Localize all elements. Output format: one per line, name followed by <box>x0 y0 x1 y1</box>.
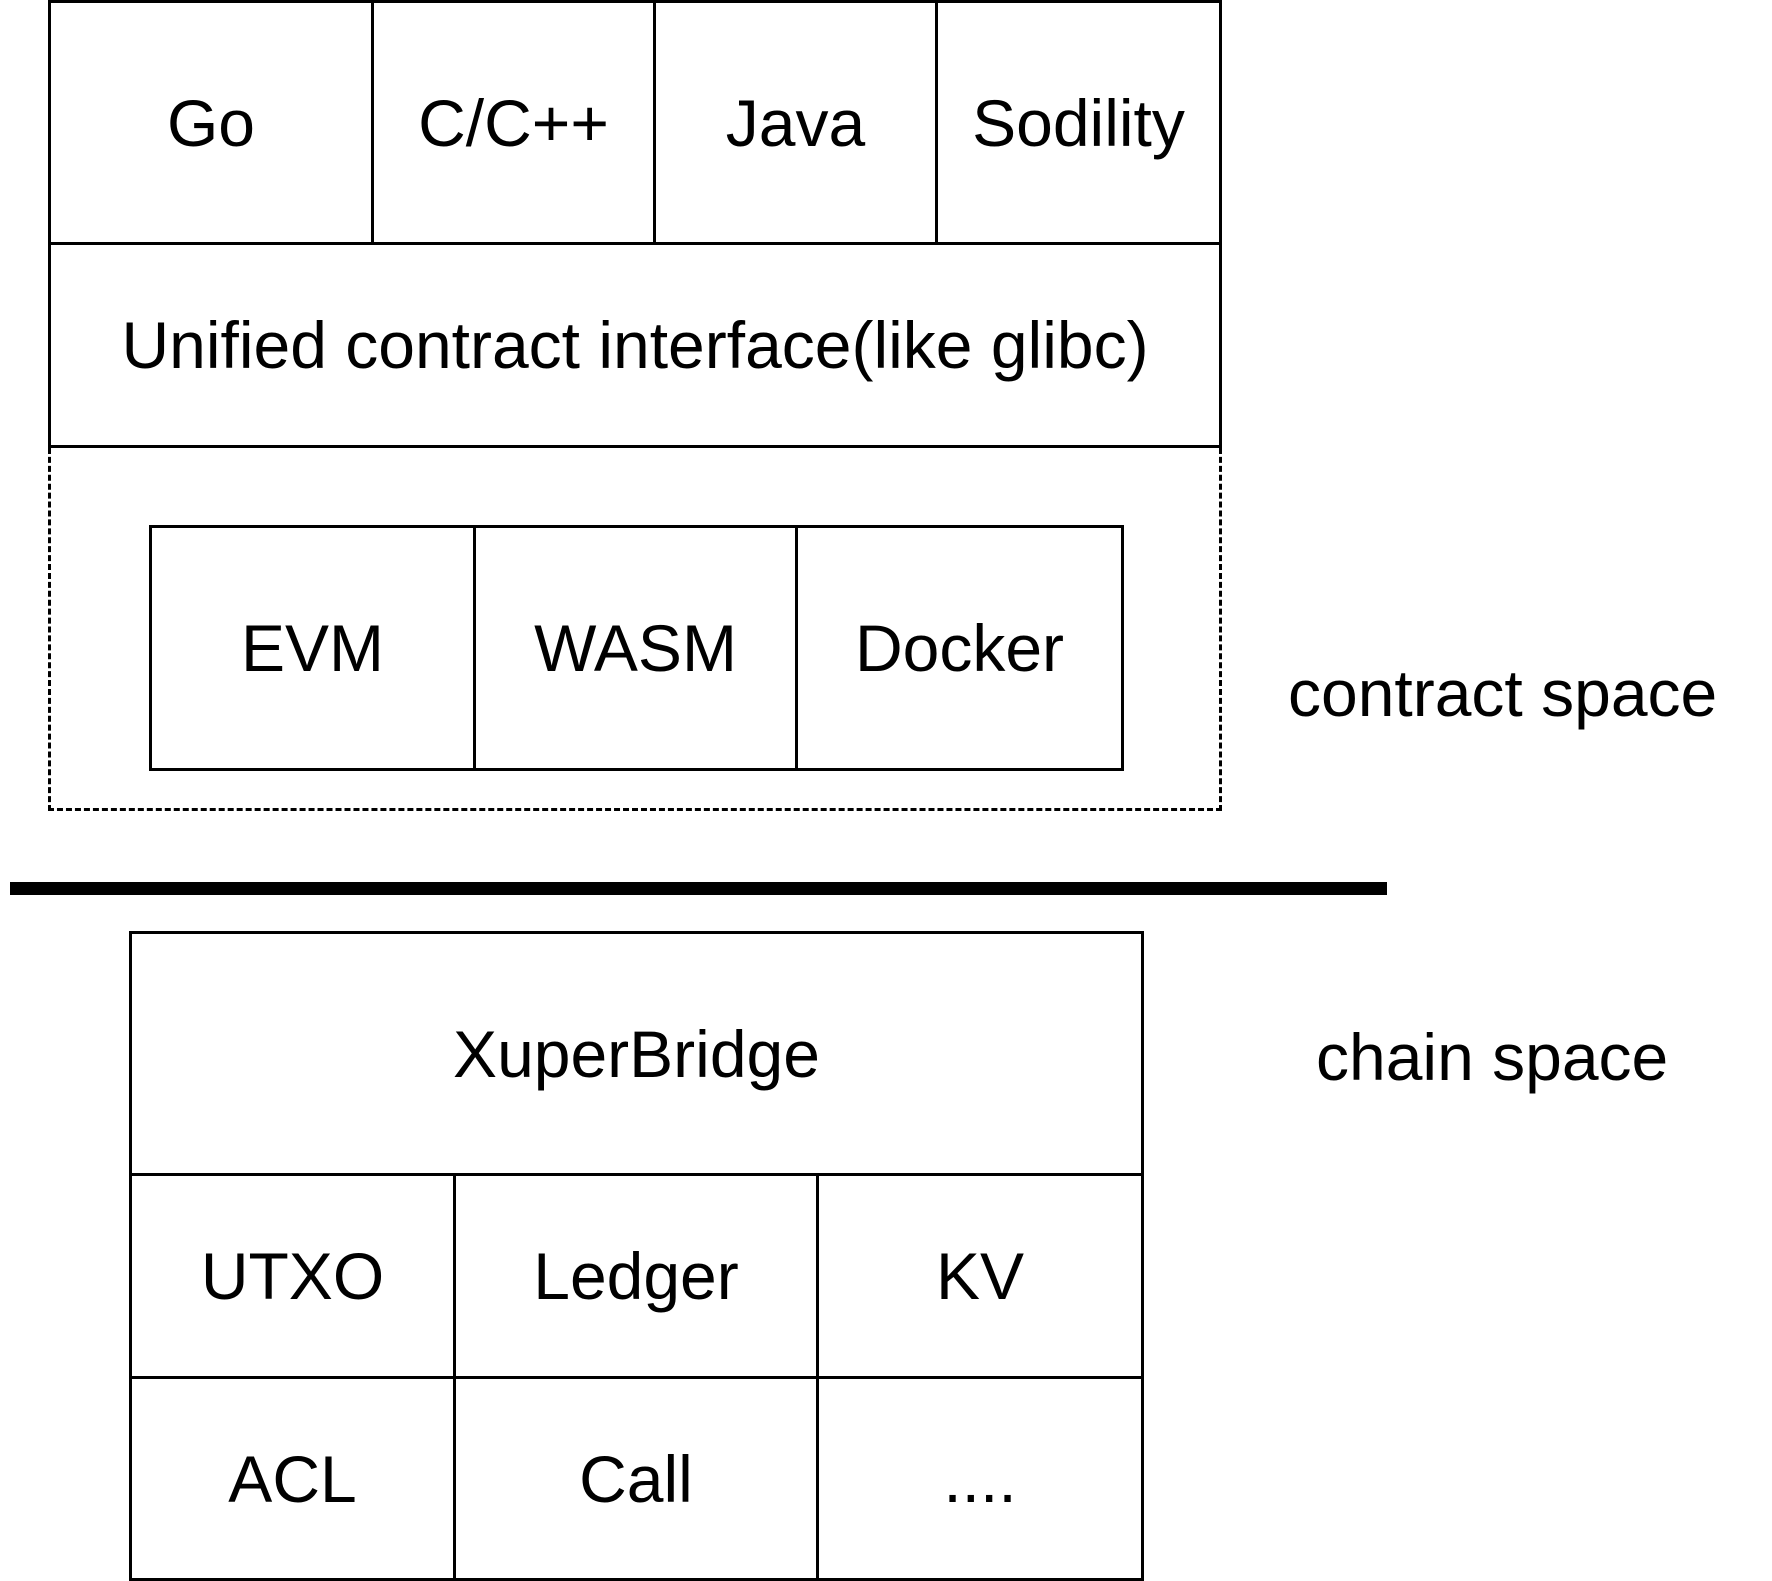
chain-acl-label: ACL <box>228 1441 357 1516</box>
chain-call-box: Call <box>453 1376 819 1581</box>
chain-acl-box: ACL <box>129 1376 456 1581</box>
lang-cpp-box: C/C++ <box>371 0 656 245</box>
chain-utxo-label: UTXO <box>200 1239 385 1313</box>
lang-solidity-box: Sodility <box>935 0 1222 245</box>
vm-container <box>48 448 1222 811</box>
unified-interface-box: Unified contract interface(like glibc) <box>48 242 1222 448</box>
unified-interface-label: Unified contract interface(like glibc) <box>121 308 1149 382</box>
chain-more-box: .... <box>816 1376 1144 1581</box>
lang-solidity-label: Sodility <box>972 85 1185 160</box>
vm-docker-box: Docker <box>795 525 1124 771</box>
chain-call-label: Call <box>579 1441 693 1516</box>
chain-ledger-box: Ledger <box>453 1173 819 1379</box>
space-divider <box>10 882 1387 895</box>
chain-ledger-label: Ledger <box>533 1239 739 1313</box>
lang-java-label: Java <box>725 85 866 160</box>
chain-kv-label: KV <box>935 1239 1025 1313</box>
vm-wasm-label: WASM <box>534 611 737 685</box>
lang-cpp-label: C/C++ <box>418 85 609 160</box>
vm-docker-label: Docker <box>854 611 1065 685</box>
chain-utxo-box: UTXO <box>129 1173 456 1379</box>
lang-java-box: Java <box>653 0 938 245</box>
vm-evm-label: EVM <box>240 611 385 685</box>
chain-more-label: .... <box>943 1441 1017 1516</box>
chain-space-label: chain space <box>1316 1020 1669 1094</box>
xuperbridge-box: XuperBridge <box>129 931 1144 1176</box>
contract-space-label: contract space <box>1288 656 1718 730</box>
xuperbridge-label: XuperBridge <box>453 1016 820 1091</box>
lang-go-label: Go <box>166 85 256 160</box>
chain-kv-box: KV <box>816 1173 1144 1379</box>
vm-wasm-box: WASM <box>473 525 798 771</box>
vm-evm-box: EVM <box>149 525 476 771</box>
lang-go-box: Go <box>48 0 374 245</box>
